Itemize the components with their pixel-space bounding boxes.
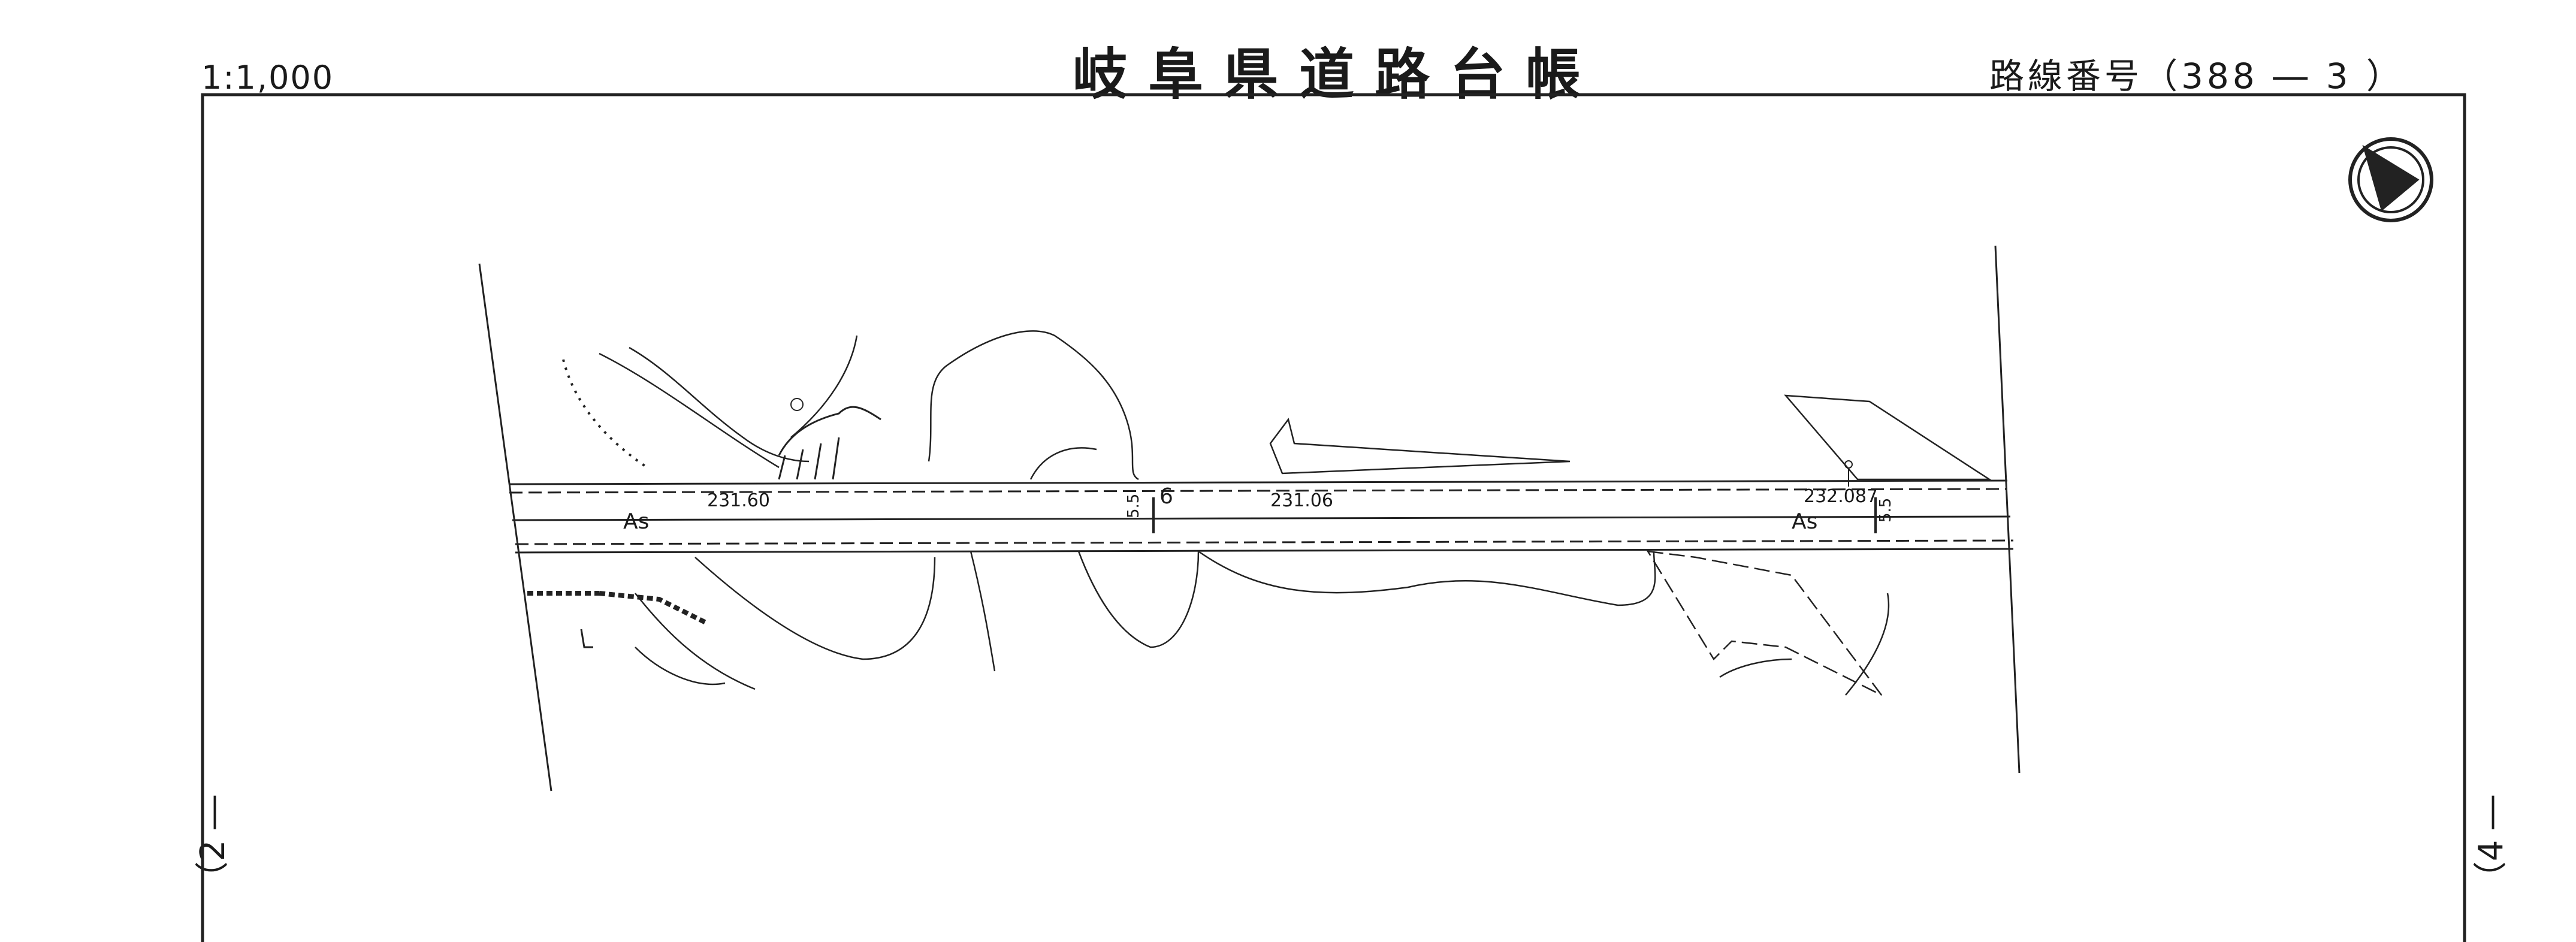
- tree-symbol: [790, 398, 804, 411]
- utility-pole-symbol: [580, 629, 593, 648]
- elevation-label: 232.087: [1804, 486, 1878, 507]
- terrain-contours: [562, 330, 1656, 690]
- elevation-label: 231.06: [1270, 490, 1333, 511]
- guard-rails: [527, 591, 708, 626]
- retaining-wall: [778, 406, 881, 480]
- road-width-label: 5.5: [1125, 494, 1143, 518]
- road-width-label: 5.5: [1877, 498, 1895, 523]
- north-arrow-icon: [2348, 137, 2433, 222]
- scale-label: 1:1,000: [201, 59, 334, 96]
- sheet-frame: [201, 93, 2466, 942]
- elevation-label: 231.60: [707, 490, 770, 511]
- section-line-left: [478, 263, 552, 792]
- surface-label: As: [623, 509, 649, 534]
- section-line-right: [1994, 245, 2021, 774]
- route-number: 路線番号（388 ― 3 ）: [1989, 56, 2405, 96]
- road-width-label: 6: [1159, 484, 1173, 509]
- embankments: [1269, 394, 1992, 696]
- surface-label: As: [1792, 509, 1817, 534]
- road-edges: [509, 479, 2014, 554]
